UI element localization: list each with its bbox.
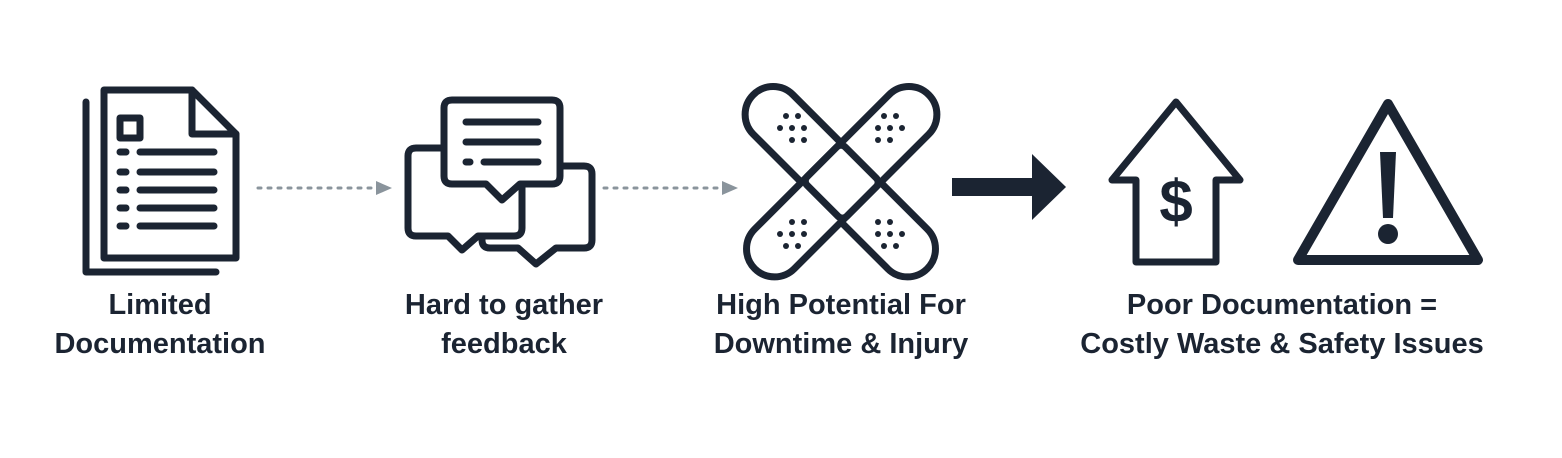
svg-text:$: $ bbox=[1159, 168, 1192, 235]
label-line: feedback bbox=[441, 328, 567, 360]
step-label-hard-to-gather-feedback: Hard to gather feedback bbox=[354, 286, 654, 364]
warning-triangle-icon bbox=[1293, 99, 1483, 265]
chat-bubbles-icon bbox=[404, 96, 596, 268]
step-label-poor-documentation: Poor Documentation = Costly Waste & Safe… bbox=[1040, 286, 1524, 364]
cost-up-arrow-icon: $ bbox=[1108, 98, 1244, 266]
label-line: Poor Documentation = bbox=[1126, 289, 1438, 321]
label-line: High Potential For bbox=[716, 289, 966, 321]
dotted-arrow-connector bbox=[256, 181, 392, 195]
label-line: Hard to gather bbox=[404, 289, 604, 321]
label-line: Limited bbox=[108, 289, 212, 321]
step-label-high-potential-downtime: High Potential For Downtime & Injury bbox=[680, 286, 1002, 364]
label-line: Downtime & Injury bbox=[713, 328, 969, 360]
solid-arrow-connector bbox=[952, 154, 1066, 220]
dotted-arrow-connector bbox=[602, 181, 738, 195]
step-label-limited-documentation: Limited Documentation bbox=[0, 286, 320, 364]
label-line: Costly Waste & Safety Issues bbox=[1080, 328, 1484, 360]
label-line: Documentation bbox=[54, 328, 266, 360]
crossed-bandages-icon bbox=[741, 83, 941, 281]
documents-icon bbox=[82, 86, 240, 276]
